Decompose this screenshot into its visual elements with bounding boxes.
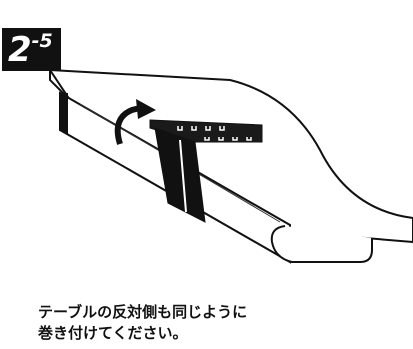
instruction-line-1: テーブルの反対側も同じように — [38, 303, 248, 321]
wrap-arrow — [114, 105, 141, 145]
step-badge: 2 -5 — [2, 28, 61, 71]
rail-shadow — [60, 93, 68, 135]
tape-side-band — [154, 127, 206, 223]
wrap-arrow-head — [136, 99, 156, 119]
table-tape-illustration — [48, 68, 413, 264]
table-end-cap — [270, 225, 373, 263]
instruction-text: テーブルの反対側も同じように 巻き付けてください。 — [38, 302, 398, 344]
step-substep: -5 — [31, 30, 53, 52]
step-number: 2 — [8, 30, 32, 70]
tape-markings — [177, 126, 252, 141]
tape-side-highlight — [179, 139, 187, 213]
instruction-line-2: 巻き付けてください。 — [38, 324, 188, 342]
